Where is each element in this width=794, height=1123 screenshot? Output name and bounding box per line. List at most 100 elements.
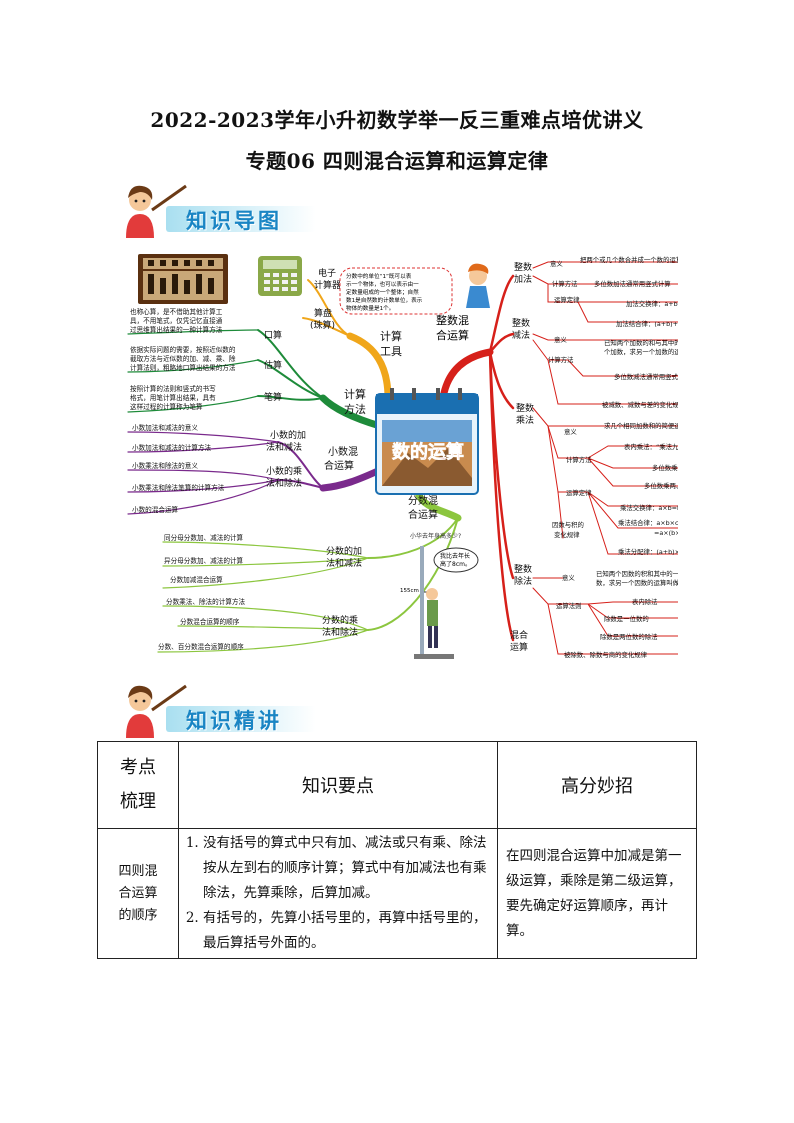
cloud-note-l1: 分数中的单位“1”既可以表 xyxy=(346,272,412,280)
cloud-note: 分数中的单位“1”既可以表 示一个物体，也可以表示由一 定数量组成的一个整体；自… xyxy=(339,267,453,315)
sub-l2: 减法 xyxy=(512,329,530,341)
mul-change-l1: 因数与积的 xyxy=(552,520,584,529)
cloud-note-l5: 物体的数量是1个。 xyxy=(346,304,394,312)
dec-item-1: 小数加法和减法的计算方法 xyxy=(132,443,212,452)
written-desc-l3: 这样过程的计算称为笔算 xyxy=(130,402,203,411)
add-method-label: 计算方法 xyxy=(552,279,578,288)
header-tips: 高分妙招 xyxy=(497,741,697,829)
methods-l2: 方法 xyxy=(344,402,366,416)
add-associative: 加法结合律：(a+b)+c=a+(b+c) xyxy=(616,319,678,328)
mixed-l2: 运算 xyxy=(510,641,528,653)
add-l2: 加法 xyxy=(514,273,532,285)
mul-table: 表内乘法：“乘法九九表” xyxy=(624,442,678,451)
teacher-icon xyxy=(126,684,187,738)
estimate-label: 估算 xyxy=(264,359,282,371)
knowledge-table: 考点 梳理 知识要点 高分妙招 四则混 合运算 的顺序 没有括号的算式中只有加、… xyxy=(97,741,697,959)
section-banner-map: 知识导图 xyxy=(118,180,318,240)
mul-meaning-label: 意义 xyxy=(564,427,577,436)
banner-title: 知识精讲 xyxy=(186,709,282,733)
cloud-note-l2: 示一个物体，也可以表示由一 xyxy=(346,280,419,288)
frac-addsub-l1: 分数的加 xyxy=(326,545,362,557)
integer-mixed-l2: 合运算 xyxy=(436,328,469,342)
div-method-label: 运算法则 xyxy=(556,601,582,610)
cartoon-question: 小华去年身高多少? xyxy=(410,532,461,540)
abacus-l1: 算盘 xyxy=(314,307,332,319)
estimate-desc-l1: 依据实际问题的需要，按照近似数的 xyxy=(130,345,236,354)
mul-distributive: 乘法分配律：(a+b)×c=a×c+b×c xyxy=(618,547,678,556)
sub-meaning-l2: 个加数，求另一个加数的运算 xyxy=(604,347,678,356)
div-l2: 除法 xyxy=(514,575,532,587)
div-table: 表内除法 xyxy=(632,597,658,606)
row-topic: 四则混 合运算 的顺序 xyxy=(97,828,179,959)
table-header-row: 考点 梳理 知识要点 高分妙招 xyxy=(97,741,697,829)
row-points: 没有括号的算式中只有加、减法或只有乘、除法按从左到右的顺序计算；算式中有加减法也… xyxy=(178,828,498,959)
oral-desc-l3: 过思维算出结果的一种计算方法 xyxy=(130,325,223,334)
oral-label: 口算 xyxy=(264,329,282,341)
mul-method-label: 计算方法 xyxy=(566,455,592,464)
cloud-note-l4: 数1是自然数的计数单位，表示 xyxy=(346,296,423,304)
add-l1: 整数 xyxy=(514,261,532,273)
add-commutative: 加法交换律：a+b=b+a xyxy=(626,299,678,308)
electronic-calc-l1: 电子 xyxy=(318,267,336,279)
dec-item-3: 小数乘法和除法笔算的计算方法 xyxy=(132,483,225,492)
row-tip: 在四则混合运算中加减是第一级运算，乘除是第二级运算，要先确定好运算顺序，再计算。 xyxy=(497,828,697,959)
div-one-digit: 除数是一位数的 xyxy=(604,614,649,623)
fraction-mixed-l1: 分数混 xyxy=(408,494,438,507)
decimal-mixed-l2: 合运算 xyxy=(324,459,354,472)
integer-mixed-l1: 整数混 xyxy=(436,313,469,327)
sub-method-label: 计算方法 xyxy=(548,355,574,364)
abacus-l2: (珠算) xyxy=(310,319,335,331)
dec-item-4: 小数的混合运算 xyxy=(132,505,179,514)
sub-meaning-l1: 已知两个加数的和与其中的一 xyxy=(604,338,678,347)
estimate-desc-l3: 计算法则，粗略地口算出结果的方法 xyxy=(130,363,236,372)
cartoon-bubble-l2: 高了8cm。 xyxy=(440,560,471,568)
dec-addsub-l2: 法和减法 xyxy=(266,441,302,453)
section-banner-lecture: 知识精讲 xyxy=(118,680,318,740)
tools-l2: 工具 xyxy=(380,345,402,358)
mul-change-l2: 变化规律 xyxy=(554,530,580,539)
header-topic: 考点 梳理 xyxy=(97,741,179,829)
div-meaning-l2: 数，求另一个因数的运算叫做除法 xyxy=(596,578,678,587)
frac-muldiv-l2: 法和除法 xyxy=(322,626,358,638)
row-topic-line: 四则混 xyxy=(118,863,158,879)
points-list: 没有括号的算式中只有加、减法或只有乘、除法按从左到右的顺序计算；算式中有加减法也… xyxy=(185,831,491,956)
header-topic-line1: 考点 xyxy=(120,757,156,778)
girl-icon xyxy=(466,263,490,308)
banner-title: 知识导图 xyxy=(186,209,282,233)
written-label: 笔算 xyxy=(264,391,282,403)
frac-item-b0: 分数乘法、除法的计算方法 xyxy=(166,597,246,606)
dec-addsub-l1: 小数的加 xyxy=(270,429,306,441)
frac-muldiv-l1: 分数的乘 xyxy=(322,614,358,626)
mul-l1: 整数 xyxy=(516,402,534,414)
sub-l1: 整数 xyxy=(512,317,530,329)
mixed-l1: 混合 xyxy=(510,629,528,641)
add-method: 多位数加法通常用竖式计算 xyxy=(594,279,671,288)
sub-method: 多位数减法通常用竖式计算 xyxy=(614,372,678,381)
row-topic-line: 合运算 xyxy=(118,885,158,901)
mul-associative-l1: 乘法结合律：a×b×c=(a×b)×c xyxy=(618,518,678,527)
mul-one-digit: 多位数乘一位数 xyxy=(652,463,678,472)
mind-map: 数的运算 电子 计算器 算盘 (珠算) 计算 工具 计算 方法 口算 估算 笔算… xyxy=(127,254,678,659)
dec-item-2: 小数乘法和除法的意义 xyxy=(132,461,198,470)
header-points: 知识要点 xyxy=(178,741,498,829)
calculator-image xyxy=(258,256,302,296)
written-desc-l1: 按照计算的法则和竖式的书写 xyxy=(130,384,216,393)
frac-item-a1: 异分母分数加、减法的计算 xyxy=(164,556,244,565)
frac-addsub-l2: 法和减法 xyxy=(326,557,362,569)
div-change: 被除数、除数与商的变化规律 xyxy=(564,650,648,659)
document-subtitle: 专题06 四则混合运算和运算定律 xyxy=(245,149,549,173)
div-meaning-l1: 已知两个因数的积和其中的一个因 xyxy=(596,569,678,578)
sub-change: 被减数、减数与差的变化规律 xyxy=(602,400,678,409)
add-meaning-label: 意义 xyxy=(550,259,563,268)
center-label: 数的运算 xyxy=(392,441,464,463)
oral-desc-l2: 具，不用笔式，仅凭记忆直接通 xyxy=(130,316,223,325)
frac-item-a0: 同分母分数加、减法的计算 xyxy=(164,533,244,542)
mul-multi-digit: 多位数乘两、三位数 xyxy=(644,481,678,490)
document-title: 2022-2023学年小升初数学举一反三重难点培优讲义 xyxy=(150,108,644,132)
frac-item-a2: 分数加减混合运算 xyxy=(170,575,223,584)
div-meaning-label: 意义 xyxy=(562,573,575,582)
header-topic-line2: 梳理 xyxy=(120,791,156,812)
banner-bar xyxy=(166,206,316,232)
banner-bar xyxy=(166,706,316,732)
add-meaning: 把两个或几个数合并成一个数的运算 xyxy=(580,255,678,264)
